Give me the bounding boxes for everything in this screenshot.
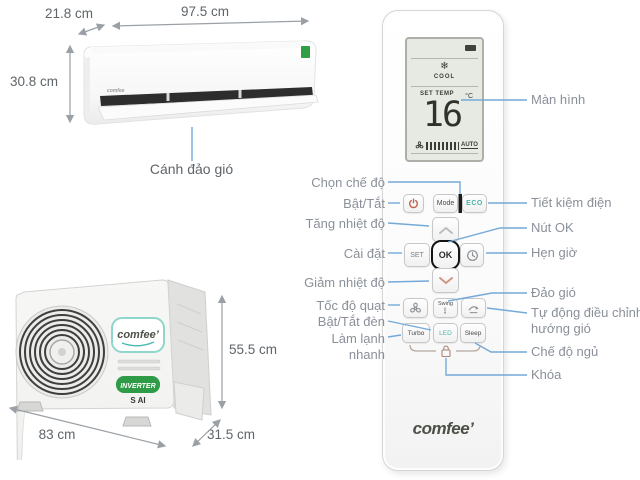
outdoor-unit-illustration: comfee’ INVERTER S AI [15, 279, 212, 460]
outdoor-unit-foot [16, 401, 44, 412]
swing-icon [444, 307, 447, 314]
callout-eco: Tiết kiệm điện [531, 195, 612, 210]
clock-icon [466, 249, 478, 261]
led-button[interactable]: LED [433, 323, 458, 343]
energy-sticker [301, 46, 310, 58]
indoor-depth-dimension: 21.8 cm [44, 6, 94, 21]
display-temp-unit: °C [465, 93, 473, 100]
turbo-button[interactable]: Turbo [402, 323, 430, 343]
mode-button-label: Mode [436, 200, 455, 207]
snowflake-icon: ❄ [440, 61, 449, 72]
eco-button-label: ECO [466, 200, 483, 207]
callout-fan-speed: Tốc độ quạt [316, 298, 385, 313]
indoor-unit-louver-strip [100, 87, 313, 106]
remote-display: ❄ COOL SET TEMP °C 16 AUTO [405, 37, 484, 162]
outdoor-unit-foot [122, 416, 152, 427]
sleep-button[interactable]: Sleep [460, 323, 486, 343]
swing-button[interactable]: Swing [433, 298, 458, 318]
power-button[interactable] [403, 194, 424, 213]
display-temperature: 16 [422, 95, 463, 135]
air-swing-icon [468, 306, 479, 314]
callout-auto-swing: Tự động điều chỉnh hướng gió [531, 305, 640, 337]
ai-badge-text: S AI [130, 396, 145, 405]
set-button-label: SET [410, 251, 424, 259]
callout-temp-up: Tăng nhiệt độ [305, 216, 385, 231]
ok-button-label: OK [438, 250, 453, 260]
callout-power: Bật/Tắt [343, 196, 385, 211]
display-mode-text: COOL [433, 74, 456, 80]
auto-swing-button[interactable] [461, 298, 486, 318]
mode-button[interactable]: Mode [433, 194, 458, 213]
inverter-badge-text: INVERTER [120, 383, 155, 390]
display-fan-auto: AUTO [461, 142, 478, 149]
callout-turbo: Làm lạnh nhanh [331, 331, 385, 363]
turbo-button-label: Turbo [407, 329, 425, 337]
callout-timer: Hẹn giờ [531, 245, 578, 260]
deflector-label: Cánh đảo gió [149, 161, 234, 177]
callout-temp-down: Giảm nhiệt độ [304, 275, 385, 290]
sleep-button-label: Sleep [464, 329, 482, 337]
outdoor-height-dimension: 55.5 cm [229, 342, 278, 357]
fan-icon [410, 302, 421, 313]
chevron-down-icon [438, 276, 453, 284]
indoor-height-dimension: 30.8 cm [9, 74, 59, 89]
remote-brand-logo: comfee’ [412, 419, 474, 438]
temp-down-button[interactable] [432, 268, 459, 293]
temp-up-button[interactable] [432, 217, 459, 242]
callout-led: Bật/Tắt đèn [317, 314, 385, 329]
indoor-unit-top-face [90, 41, 303, 54]
fan-speed-button[interactable] [403, 298, 428, 318]
outdoor-depth-dimension: 31.5 cm [207, 427, 256, 442]
eco-button[interactable]: ECO [462, 194, 487, 213]
indoor-unit-brand-text: comfee [107, 88, 125, 94]
power-icon [408, 198, 419, 209]
indoor-unit-illustration: comfee [83, 40, 319, 125]
callout-lock: Khóa [531, 367, 562, 382]
ok-button[interactable]: OK [431, 240, 460, 270]
timer-button[interactable] [460, 243, 484, 267]
callout-sleep: Chế độ ngủ [531, 344, 599, 359]
comfee-badge-text: comfee’ [117, 329, 160, 341]
callout-settings: Cài đặt [343, 246, 385, 261]
fan-icon [415, 141, 424, 149]
callout-swing: Đảo gió [531, 285, 576, 300]
battery-icon [465, 45, 476, 51]
callout-screen: Màn hình [531, 92, 586, 107]
callout-mode-select: Chọn chế độ [311, 175, 385, 190]
outdoor-width-dimension: 83 cm [38, 427, 76, 442]
indoor-width-dimension: 97.5 cm [180, 4, 230, 19]
outdoor-unit-valve-cover [173, 381, 205, 421]
remote-control: ❄ COOL SET TEMP °C 16 AUTO [382, 10, 504, 471]
fan-speed-bars [426, 141, 459, 150]
set-button[interactable]: SET [404, 243, 430, 267]
callout-ok: Nút OK [531, 220, 574, 235]
display-fan-row: AUTO [415, 141, 478, 150]
inverter-badge [116, 376, 160, 393]
display-set-temp-label: SET TEMP [420, 91, 455, 97]
swing-button-label: Swing [438, 300, 453, 307]
indoor-unit-deflector-flap [97, 94, 319, 121]
indoor-unit-left-cap [84, 57, 90, 120]
led-button-label: LED [439, 329, 452, 337]
chevron-up-icon [438, 226, 453, 234]
